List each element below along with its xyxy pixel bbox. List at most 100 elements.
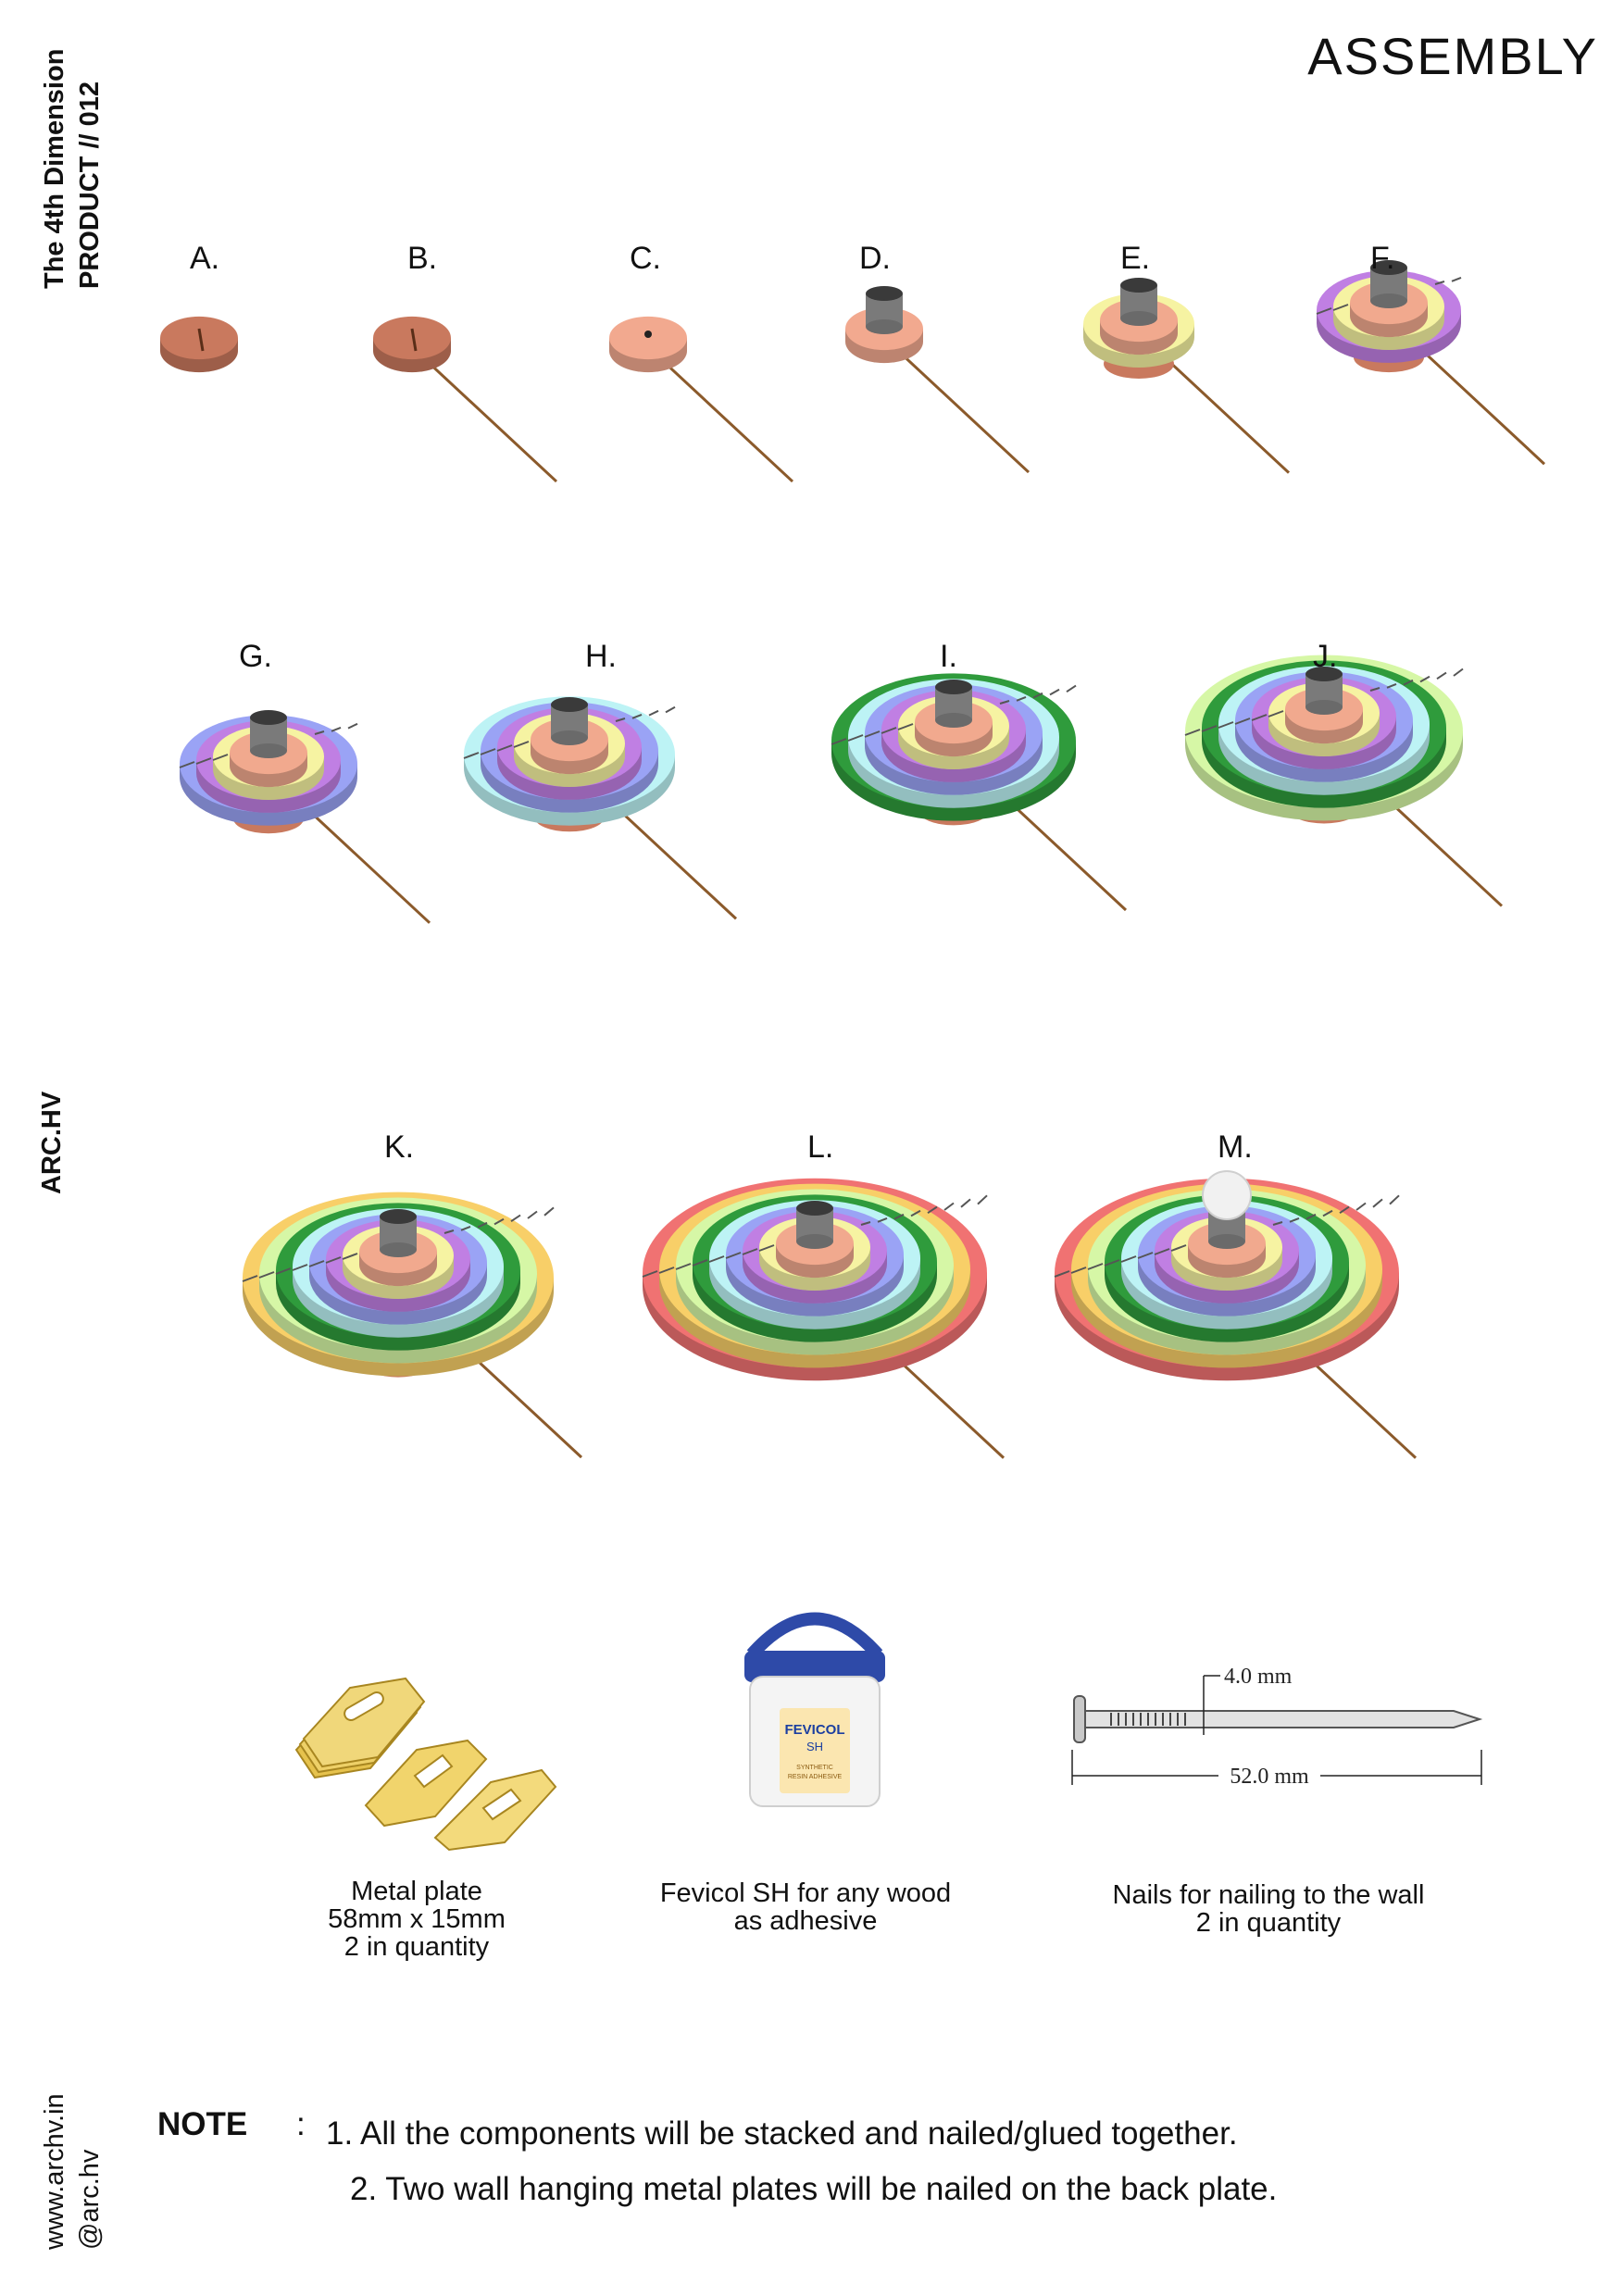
assembly-step-j <box>1184 655 1504 907</box>
center-tube-top <box>380 1209 417 1224</box>
knob-ball <box>1202 1170 1252 1220</box>
ring-slit <box>642 1270 658 1278</box>
assembly-step-a <box>160 316 238 373</box>
ring-slit <box>1332 304 1349 311</box>
center-tube-base <box>1120 311 1157 326</box>
assembly-step-c <box>609 316 794 483</box>
assembly-step-g <box>179 710 431 924</box>
nail-diameter-label: 4.0 mm <box>1224 1665 1293 1689</box>
caption-line: 2 in quantity <box>344 1932 490 1962</box>
ring-slit <box>1201 725 1218 732</box>
ring-slit <box>212 754 229 761</box>
metal-plate-image <box>294 1677 557 1852</box>
center-tube-top <box>866 286 903 301</box>
note-heading: NOTE <box>157 2106 248 2142</box>
ring-slit <box>675 1263 692 1270</box>
step-label-c: C. <box>630 241 661 276</box>
fevicol-desc-1: SYNTHETIC <box>796 1765 833 1771</box>
ring-slit <box>881 727 897 734</box>
ring-slit <box>1066 684 1077 693</box>
ring-slit <box>1137 1252 1154 1259</box>
ring-slit <box>1070 1267 1087 1274</box>
ring-slit <box>665 705 676 714</box>
ring-slit <box>1049 688 1060 696</box>
ring-slit <box>1389 1194 1400 1205</box>
ring-slit <box>897 723 914 730</box>
step-label-d: D. <box>859 241 891 276</box>
ring-slit <box>1305 1213 1317 1220</box>
ring-slit <box>927 1205 938 1215</box>
caption-line: 58mm x 15mm <box>328 1904 506 1934</box>
ring-slit <box>342 1253 358 1260</box>
ring-slit <box>242 1275 258 1282</box>
ring-slit <box>463 752 480 759</box>
ring-slit <box>1054 1270 1070 1278</box>
assembly-step-l <box>642 1178 1006 1459</box>
note-line-2: 2. Two wall hanging metal plates will be… <box>350 2171 1278 2207</box>
ring-slit <box>1372 1198 1383 1208</box>
nail-diagram: 4.0 mm 52.0 mm <box>1071 1665 1483 1787</box>
ring-slit <box>443 1229 455 1234</box>
nail-length-label: 52.0 mm <box>1230 1765 1309 1787</box>
assembly-step-h <box>463 696 738 920</box>
assembly-step-b <box>373 316 558 483</box>
caption-line: as adhesive <box>733 1906 878 1936</box>
ring-slit <box>275 1267 292 1275</box>
ring-slit <box>658 1267 675 1274</box>
ring-slit <box>1272 1221 1283 1226</box>
note-separator: : <box>296 2106 306 2142</box>
ring-slit <box>977 1194 988 1205</box>
center-hole <box>644 331 652 338</box>
assembly-step-m <box>1054 1170 1418 1459</box>
center-slit <box>197 328 205 352</box>
ring-slit <box>1289 1217 1300 1223</box>
center-tube-base <box>551 730 588 745</box>
fevicol-sub-text: SH <box>806 1740 823 1753</box>
ring-slit <box>510 1214 521 1223</box>
center-tube-base <box>250 743 287 758</box>
ring-slit <box>1218 721 1234 729</box>
ring-slit <box>496 744 513 752</box>
ring-slit <box>943 1202 955 1211</box>
ring-slit <box>847 734 864 742</box>
center-tube-top <box>551 697 588 712</box>
caption-line: Metal plate <box>351 1877 482 1906</box>
center-slit <box>410 328 418 352</box>
assembly-step-e <box>1083 278 1291 474</box>
center-tube-top <box>796 1201 833 1216</box>
ring-slit <box>1453 668 1464 677</box>
ring-slit <box>195 757 212 765</box>
ring-slit <box>1234 718 1251 725</box>
center-tube-base <box>380 1242 417 1257</box>
page-title: ASSEMBLY <box>1307 27 1598 85</box>
center-tube-base <box>935 713 972 728</box>
ring-slit <box>831 738 847 745</box>
ring-slit <box>877 1217 888 1223</box>
wire-stick <box>882 336 1031 474</box>
note-line-1: 1. All the components will be stacked an… <box>326 2115 1238 2152</box>
ring-slit <box>1436 671 1447 680</box>
ring-slit <box>258 1271 275 1279</box>
ring-slit <box>1316 307 1332 315</box>
ring-slit <box>960 1198 971 1208</box>
ring-slit <box>493 1217 505 1226</box>
ring-slit <box>1170 1244 1187 1252</box>
center-tube-top <box>1370 260 1407 275</box>
step-label-e: E. <box>1120 241 1151 276</box>
ring-slit <box>864 730 881 738</box>
ring-slit <box>860 1221 871 1226</box>
ring-slit <box>1120 1255 1137 1263</box>
center-tube-base <box>1370 293 1407 308</box>
center-tube-base <box>796 1234 833 1249</box>
step-label-k: K. <box>384 1129 415 1165</box>
ring-slit <box>1322 1209 1333 1217</box>
center-tube-top <box>250 710 287 725</box>
fevicol-caption: Fevicol SH for any wood as adhesive <box>611 1879 1000 1935</box>
ring-slit <box>999 700 1010 705</box>
wire-stick <box>410 345 558 483</box>
step-label-m: M. <box>1218 1129 1253 1165</box>
step-label-a: A. <box>190 241 220 276</box>
ring-slit <box>1087 1263 1104 1270</box>
step-label-i: I. <box>940 639 957 674</box>
